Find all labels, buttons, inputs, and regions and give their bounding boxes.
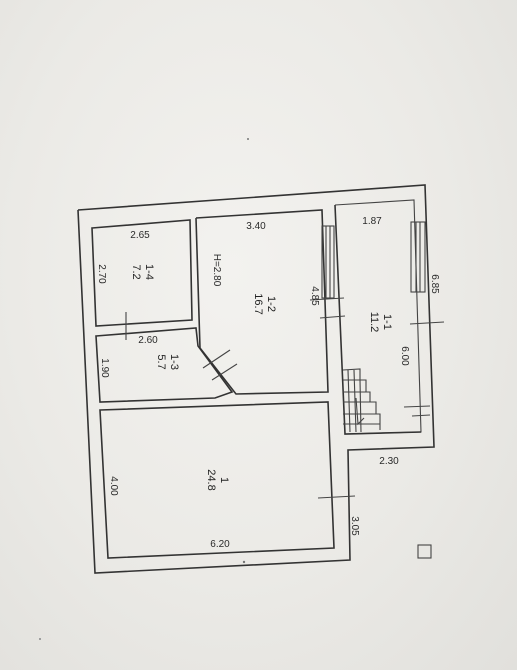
- room-1-3-outline: [95, 327, 234, 403]
- room-1-2-label: 1-2: [265, 296, 277, 312]
- stair-rail-left: [321, 225, 335, 299]
- room-1-4-label: 1-4: [143, 264, 155, 280]
- legend-square: [417, 544, 432, 559]
- room-1-4-outline: [91, 219, 193, 327]
- ceiling-height-label: H=2.80: [211, 254, 222, 287]
- room-1-outline: [99, 401, 335, 559]
- dim-1-90: 1.90: [99, 358, 110, 378]
- dim-6-85: 6.85: [429, 274, 440, 294]
- dim-2-65: 2.65: [130, 230, 150, 241]
- dim-2-70: 2.70: [96, 264, 107, 284]
- room-1-1-outline: [334, 204, 422, 435]
- dim-4-85: 4.85: [309, 286, 320, 306]
- room-1-3-label: 1-3: [168, 354, 180, 370]
- dim-3-40: 3.40: [246, 221, 266, 232]
- room-1-3-area: 5.7: [155, 354, 167, 369]
- outer-wall: [77, 184, 435, 574]
- room-1-area: 24.8: [205, 469, 217, 490]
- room-1-label: 1: [218, 477, 230, 483]
- stair-steps: [342, 368, 381, 433]
- stair-rail-right: [410, 221, 426, 293]
- dim-6-00: 6.00: [399, 346, 410, 366]
- room-1-1-area: 11.2: [368, 312, 380, 333]
- dim-2-30: 2.30: [379, 456, 399, 467]
- room-1-2-area: 16.7: [252, 293, 264, 314]
- dim-2-60: 2.60: [138, 335, 158, 346]
- dim-6-20: 6.20: [210, 539, 230, 550]
- room-1-1-label: 1-1: [381, 314, 393, 330]
- dim-4-00: 4.00: [108, 476, 119, 496]
- room-1-2-outline: [195, 209, 329, 395]
- dim-3-05: 3.05: [349, 516, 360, 536]
- room-1-4-area: 7.2: [130, 264, 142, 279]
- dim-1-87: 1.87: [362, 216, 382, 227]
